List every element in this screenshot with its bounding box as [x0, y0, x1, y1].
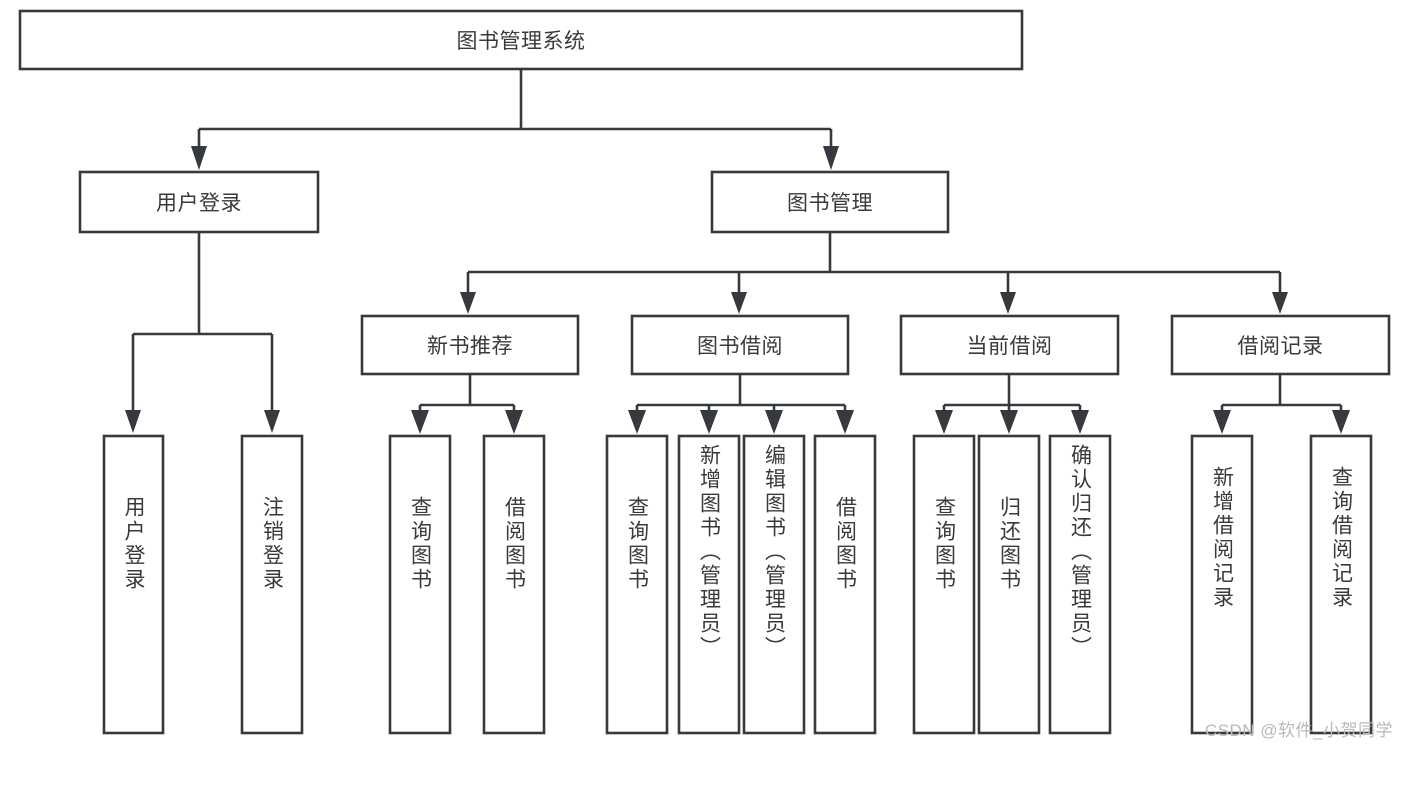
node-user-login-box[interactable] — [78, 170, 320, 234]
arrow-head-borrow-record — [1272, 292, 1288, 314]
node-leaf-borrow-edit-book-box[interactable] — [742, 434, 806, 735]
arrow-head-leaf-user-login — [125, 410, 141, 433]
arrow-head-current-borrow — [1000, 292, 1016, 314]
node-book-mgmt-box[interactable] — [710, 170, 950, 234]
node-leaf-cur-query-book-box[interactable] — [912, 434, 976, 735]
arrow-head-br-leaf-1 — [1213, 410, 1231, 434]
node-leaf-user-login-box[interactable] — [102, 434, 165, 735]
arrow-head-new-book-rec — [460, 292, 476, 314]
arrow-head-bb-leaf-4 — [836, 410, 854, 434]
node-current-borrow-box[interactable] — [899, 314, 1120, 376]
arrow-head-bb-leaf-3 — [765, 410, 783, 434]
node-leaf-cur-return-book-box[interactable] — [977, 434, 1041, 735]
arrow-head-br-leaf-2 — [1332, 410, 1350, 434]
node-leaf-borrow-query-book-box[interactable] — [605, 434, 669, 735]
node-borrow-record-box[interactable] — [1170, 314, 1391, 376]
diagram-canvas — [18, 9, 1391, 735]
node-leaf-rec-borrow-book-box[interactable] — [482, 434, 546, 735]
node-leaf-cur-confirm-return-box[interactable] — [1048, 434, 1112, 735]
node-leaf-logout-box[interactable] — [240, 434, 304, 735]
arrow-head-cb-leaf-1 — [935, 410, 953, 434]
node-leaf-borrow-borrow-book-box[interactable] — [813, 434, 877, 735]
arrow-head-nbr-leaf-1 — [411, 410, 429, 434]
node-new-book-rec-box[interactable] — [360, 314, 580, 376]
node-leaf-borrow-add-book-box[interactable] — [677, 434, 741, 735]
arrow-head-to-book-mgmt — [823, 146, 839, 170]
node-leaf-rec-query-record-box[interactable] — [1309, 434, 1373, 735]
watermark-text: CSDN @软件_小贺同学 — [1204, 721, 1393, 740]
arrow-head-book-borrow — [731, 292, 747, 314]
arrow-head-cb-leaf-2 — [1000, 410, 1018, 434]
flowchart-diagram: 图书管理系统 用户登录 图书管理 新书推荐 图书借阅 当前借阅 借阅记录 用户登… — [18, 9, 1393, 740]
node-leaf-rec-add-record-box[interactable] — [1190, 434, 1254, 735]
node-root-box[interactable] — [18, 9, 1024, 71]
arrow-head-nbr-leaf-2 — [505, 410, 523, 434]
arrow-head-bb-leaf-1 — [628, 410, 646, 434]
arrow-head-cb-leaf-3 — [1071, 410, 1089, 434]
node-book-borrow-box[interactable] — [630, 314, 850, 376]
arrow-head-leaf-logout — [264, 410, 280, 433]
arrow-head-to-user-login — [191, 146, 207, 170]
node-leaf-rec-query-book-box[interactable] — [388, 434, 452, 735]
arrow-head-bb-leaf-2 — [700, 410, 718, 434]
